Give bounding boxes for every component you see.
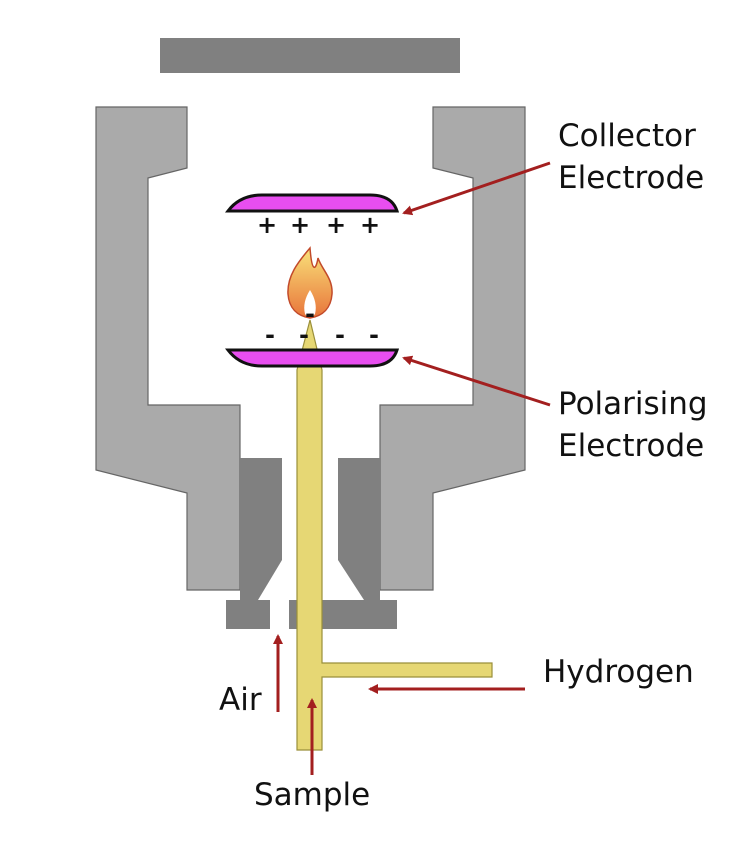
collector-charge: + [290,211,310,239]
collector-label-line2: Electrode [558,160,704,196]
base-plate-left [226,600,270,629]
polarising-arrow [402,355,551,407]
collector-label-line1: Collector [558,118,696,154]
top-plate [160,38,460,73]
sample-label: Sample [254,777,370,813]
flame-icon [287,246,333,319]
polarising-label-line1: Polarising [558,386,708,422]
collector-charge: + [257,211,277,239]
tip-charge: - [305,300,315,328]
polarising-electrode [224,348,400,368]
polarising-charge: - [335,321,345,349]
air-label: Air [219,682,262,718]
hydrogen-label: Hydrogen [543,654,694,690]
collector-charge: + [360,211,380,239]
polarising-charge: - [369,321,379,349]
polarising-charge: - [299,321,309,349]
collector-charge: + [326,211,346,239]
polarising-label-line2: Electrode [558,428,704,464]
nozzle-block-left [240,458,282,600]
nozzle-block-right [338,458,380,600]
housing-left [95,106,241,591]
collector-electrode [224,193,400,213]
flame-core [304,290,316,317]
polarising-charge: - [265,321,275,349]
collector-arrow [402,161,551,216]
